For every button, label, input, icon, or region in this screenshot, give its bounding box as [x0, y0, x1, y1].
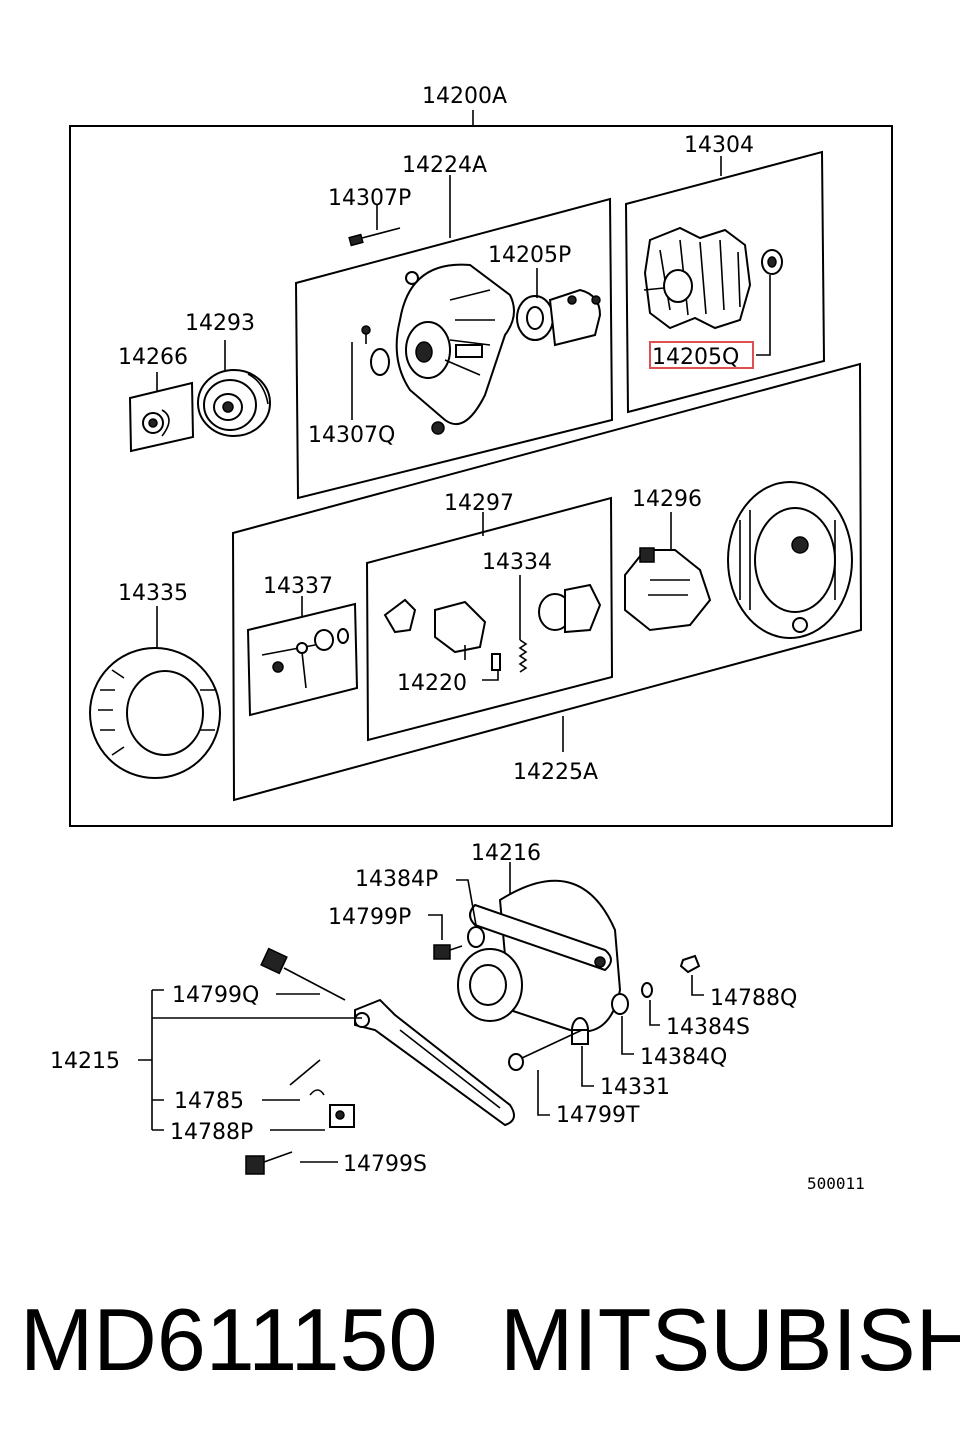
label-14225A: 14225A [513, 760, 598, 785]
bolt-14799P-part [433, 944, 463, 960]
label-14799Q: 14799Q [172, 983, 259, 1008]
stator-part [89, 647, 221, 779]
part-number: MD611150 [20, 1290, 438, 1389]
label-14220: 14220 [397, 671, 467, 696]
screw-14307Q-part [361, 325, 390, 376]
brand-name: MITSUBISHI [500, 1290, 960, 1389]
label-14307P: 14307P [328, 186, 411, 211]
rotor-panel [624, 150, 826, 414]
label-14205Q: 14205Q [652, 345, 739, 370]
rectifier-panel [365, 496, 614, 742]
rotor-part [643, 226, 783, 330]
terminal-panel [246, 602, 359, 717]
bearing-14205P-part [516, 288, 602, 347]
front-bracket-panel [294, 197, 614, 500]
label-14296: 14296 [632, 487, 702, 512]
footer-caption: MD611150 MITSUBISHI [0, 1290, 960, 1400]
label-14297: 14297 [444, 491, 514, 516]
label-14293: 14293 [185, 311, 255, 336]
label-14216: 14216 [471, 841, 541, 866]
label-14799P: 14799P [328, 905, 411, 930]
label-14215: 14215 [50, 1049, 120, 1074]
bolt-14799T-part [508, 1029, 583, 1071]
rectifier-plate-part [383, 598, 487, 660]
rear-bracket-panel [231, 362, 863, 802]
highlight-box-14205Q [649, 341, 754, 369]
label-14788P: 14788P [170, 1120, 253, 1145]
label-14334: 14334 [482, 550, 552, 575]
label-14384Q: 14384Q [640, 1045, 727, 1070]
bolt-14307P-part [348, 227, 401, 247]
nut-panel [128, 381, 195, 453]
label-14304: 14304 [684, 133, 754, 158]
pulley-part [197, 369, 271, 437]
diagram-code: 500011 [807, 1174, 865, 1193]
label-14384P: 14384P [355, 867, 438, 892]
front-bracket-part [395, 263, 515, 435]
label-14384S: 14384S [666, 1015, 750, 1040]
nut-14788P-part [329, 1104, 355, 1128]
bolt-14799Q-part [260, 947, 346, 1001]
label-14337: 14337 [263, 574, 333, 599]
exploded-parts-diagram: 14200A 14266 14293 14307P 14224A [50, 84, 893, 1193]
label-14788Q: 14788Q [710, 986, 797, 1011]
label-14799S: 14799S [343, 1152, 427, 1177]
label-14335: 14335 [118, 581, 188, 606]
alternator-body-part [457, 879, 622, 1033]
nut-part [142, 409, 170, 437]
terminal-part [261, 628, 349, 689]
label-14785: 14785 [174, 1089, 244, 1114]
label-14224A: 14224A [402, 153, 487, 178]
regulator-part [624, 547, 712, 632]
bolt-14799S-part [245, 1151, 293, 1175]
label-14205P: 14205P [488, 243, 571, 268]
label-14799T: 14799T [556, 1103, 640, 1128]
lower-bracket-part [354, 998, 515, 1127]
rear-housing-part [727, 481, 853, 639]
label-14307Q: 14307Q [308, 423, 395, 448]
label-14331: 14331 [600, 1075, 670, 1100]
label-14266: 14266 [118, 345, 188, 370]
assembly-frame [69, 125, 893, 827]
label-14200A: 14200A [422, 84, 507, 109]
brush-holder-part [518, 583, 602, 673]
